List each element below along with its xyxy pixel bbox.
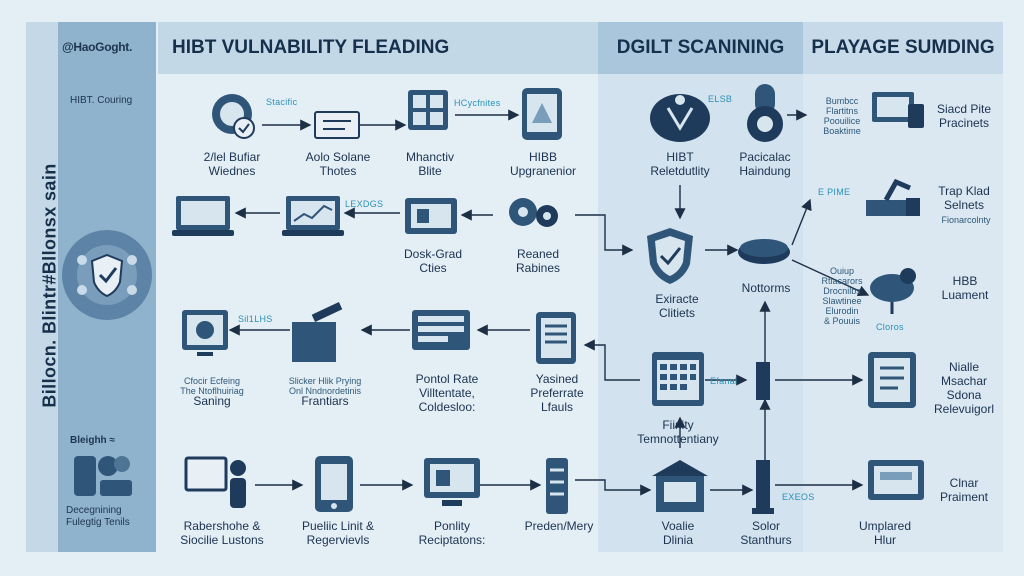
sidebar-bottom-heading: Bleighh ≈ [70,435,115,446]
column-icon [752,460,774,514]
calendar-grid-icon [652,352,704,406]
laptop-icon [172,196,234,236]
node-label: HIBT Reletdutlity [650,150,710,178]
node-label: Exiracte Clitiets [655,292,699,320]
tag-6: E PIME [818,187,851,197]
robot-arm-icon [866,178,920,216]
phone-list-icon [536,312,576,364]
node-label: Clnar Praiment [939,476,989,504]
tag-1: Stacific [266,97,298,107]
document-window-icon [314,111,360,139]
node-label: HBB Luament [941,274,989,302]
node-label: Rabershohe & Siocilie Lustons [180,519,264,547]
main-header: HIBT VULNABILITY FLEADING [158,22,598,74]
phone-icon [315,456,353,512]
pillar-icon [756,362,770,400]
small-note: Bumbcc Flartitns Poouilice Boaktime [823,96,861,136]
devices-icon [872,92,924,128]
node-label: 2/lel Bufiar Wiednes [203,150,261,178]
tag-7: Cloros [876,322,904,332]
shield-badge-icon [62,230,152,320]
node-label: Dosk-Grad Cties [403,247,462,275]
small-note: Fionarcolnty [941,215,991,225]
tag-2: HCycfnites [454,98,501,108]
sidebar-subtitle: HIBT. Couring [70,95,133,106]
node-label: Umplared Hlur [858,519,912,547]
node-icons [172,84,924,514]
node-label: Yasined Preferrate Lfauls [530,372,584,414]
node-label: Preden/Mery [524,519,594,533]
lock-clock-icon [747,84,783,142]
monitor-alert-icon [182,310,228,356]
building-icon [652,460,708,512]
monitor-icon [405,198,457,234]
node-label: Pacicalac Haindung [739,150,791,178]
brand-logo: @HaoGoght. [62,40,133,54]
laptop-chart-icon [282,196,344,236]
node-label: Nottorms [741,281,791,295]
server-rack-icon [546,458,568,514]
node-label: Saning [193,394,231,408]
node-label: HIBB Upgranenior [509,150,577,178]
display-panel-icon [868,460,924,500]
disc-device-icon [738,239,790,264]
sidebar-bottom-text: Decegnining Fulegtig Tenils [66,505,130,528]
node-label: Frantiars [301,394,349,408]
node-label: Mhanctiv Blite [405,150,455,178]
node-label: Ponlity Reciptatons: [418,519,486,547]
tablet-icon [522,88,562,140]
node-label: Siacd Pite Pracinets [936,102,992,130]
sidebar-bottom-icon [70,452,136,500]
node-label: Voalie Dlinia [661,519,695,547]
tag-8: Efanal [710,376,738,386]
document-tablet-icon [868,352,916,408]
small-note: Slicker Hlik Prying Onl Nndnordetinis [288,376,362,396]
server-window-icon [412,310,470,350]
cloud-icon [870,268,916,314]
shield-check-icon [647,228,693,284]
tag-3: LEXDGS [345,199,384,209]
node-label: Fiinity Temnottentiany [637,418,719,446]
box-hammer-icon [292,302,343,362]
grid-window-icon [408,90,448,130]
node-label: Nialle Msachar Sdona Relevuigorl [933,360,995,416]
globe-check-icon [212,94,255,139]
small-note: Ouiup Rtlacarors Drocnilbs Slawtinee Elu… [821,266,863,326]
node-label: Reaned Rabines [515,247,561,275]
node-label: Pueliic Linit & Regervievls [301,519,375,547]
gears-icon [509,198,558,227]
small-note: Cfocir Ecfeing The Ntoflhuiriag [180,376,244,396]
right-header: PLAYAGE SUMDING [803,22,1003,74]
middle-header: DGILT SCANINING [598,22,803,74]
tag-5: ELSB [708,94,733,104]
node-label: Pontol Rate Villtentate, Coldesloo: [415,372,479,414]
tag-9: EXEOS [782,492,815,502]
person-board-icon [184,456,246,508]
connector-arrows [228,109,870,496]
node-label: Aolo Solane Thotes [305,150,371,178]
monitor-ui-icon [424,458,480,506]
node-label: Solor Stanthurs [740,519,792,547]
shield-dome-icon [650,94,710,142]
node-label: Trap Klad Selnets [938,184,990,212]
tag-4: Sil1LHS [238,314,273,324]
